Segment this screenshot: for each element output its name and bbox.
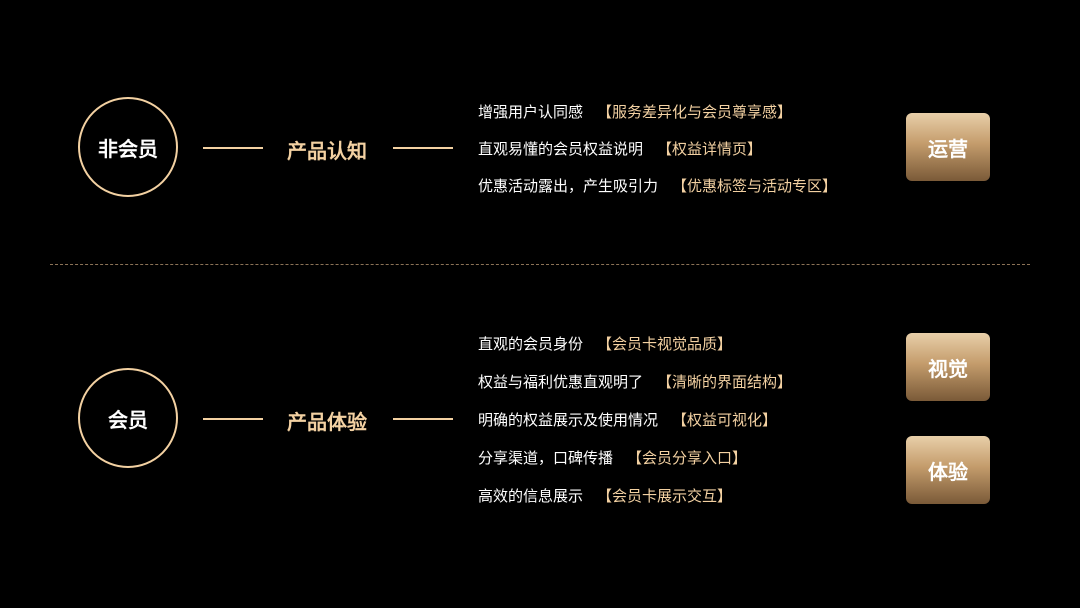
item-text: 增强用户认同感 <box>478 103 584 121</box>
list-item: 直观易懂的会员权益说明 【权益详情页】 <box>478 138 762 159</box>
item-text: 直观易懂的会员权益说明 <box>478 140 644 158</box>
section-divider <box>50 264 1030 265</box>
connector-line <box>203 418 263 420</box>
item-text: 高效的信息展示 <box>478 487 584 505</box>
connector-line <box>393 418 453 420</box>
item-text: 明确的权益展示及使用情况 <box>478 411 659 429</box>
connector-line <box>203 147 263 149</box>
outcome-badge-experience: 体验 <box>906 436 990 504</box>
item-tag: 【权益详情页】 <box>657 140 763 158</box>
list-item: 分享渠道，口碑传播 【会员分享入口】 <box>478 447 747 468</box>
outcome-label: 视觉 <box>928 356 968 381</box>
list-item: 权益与福利优惠直观明了 【清晰的界面结构】 <box>478 371 792 392</box>
category-label-product-experience: 产品体验 <box>287 410 367 434</box>
list-item: 增强用户认同感 【服务差异化与会员尊享感】 <box>478 101 792 122</box>
audience-circle-non-member: 非会员 <box>78 97 178 197</box>
connector-line <box>393 147 453 149</box>
item-text: 直观的会员身份 <box>478 335 584 353</box>
audience-circle-member: 会员 <box>78 368 178 468</box>
item-text: 优惠活动露出，产生吸引力 <box>478 177 659 195</box>
item-text: 权益与福利优惠直观明了 <box>478 373 644 391</box>
category-label-product-awareness: 产品认知 <box>287 139 367 163</box>
list-item: 明确的权益展示及使用情况 【权益可视化】 <box>478 409 777 430</box>
outcome-badge-visual: 视觉 <box>906 333 990 401</box>
audience-label: 会员 <box>108 407 148 432</box>
list-item: 高效的信息展示 【会员卡展示交互】 <box>478 485 732 506</box>
item-tag: 【会员卡视觉品质】 <box>597 335 733 353</box>
item-tag: 【清晰的界面结构】 <box>657 373 793 391</box>
outcome-label: 运营 <box>928 136 968 161</box>
item-text: 分享渠道，口碑传播 <box>478 449 614 467</box>
list-item: 优惠活动露出，产生吸引力 【优惠标签与活动专区】 <box>478 175 837 196</box>
list-item: 直观的会员身份 【会员卡视觉品质】 <box>478 333 732 354</box>
item-tag: 【权益可视化】 <box>672 411 778 429</box>
audience-label: 非会员 <box>98 136 158 161</box>
item-tag: 【服务差异化与会员尊享感】 <box>597 103 793 121</box>
item-tag: 【会员分享入口】 <box>627 449 748 467</box>
item-tag: 【会员卡展示交互】 <box>597 487 733 505</box>
item-tag: 【优惠标签与活动专区】 <box>672 177 838 195</box>
outcome-badge-operations: 运营 <box>906 113 990 181</box>
outcome-label: 体验 <box>928 459 968 484</box>
